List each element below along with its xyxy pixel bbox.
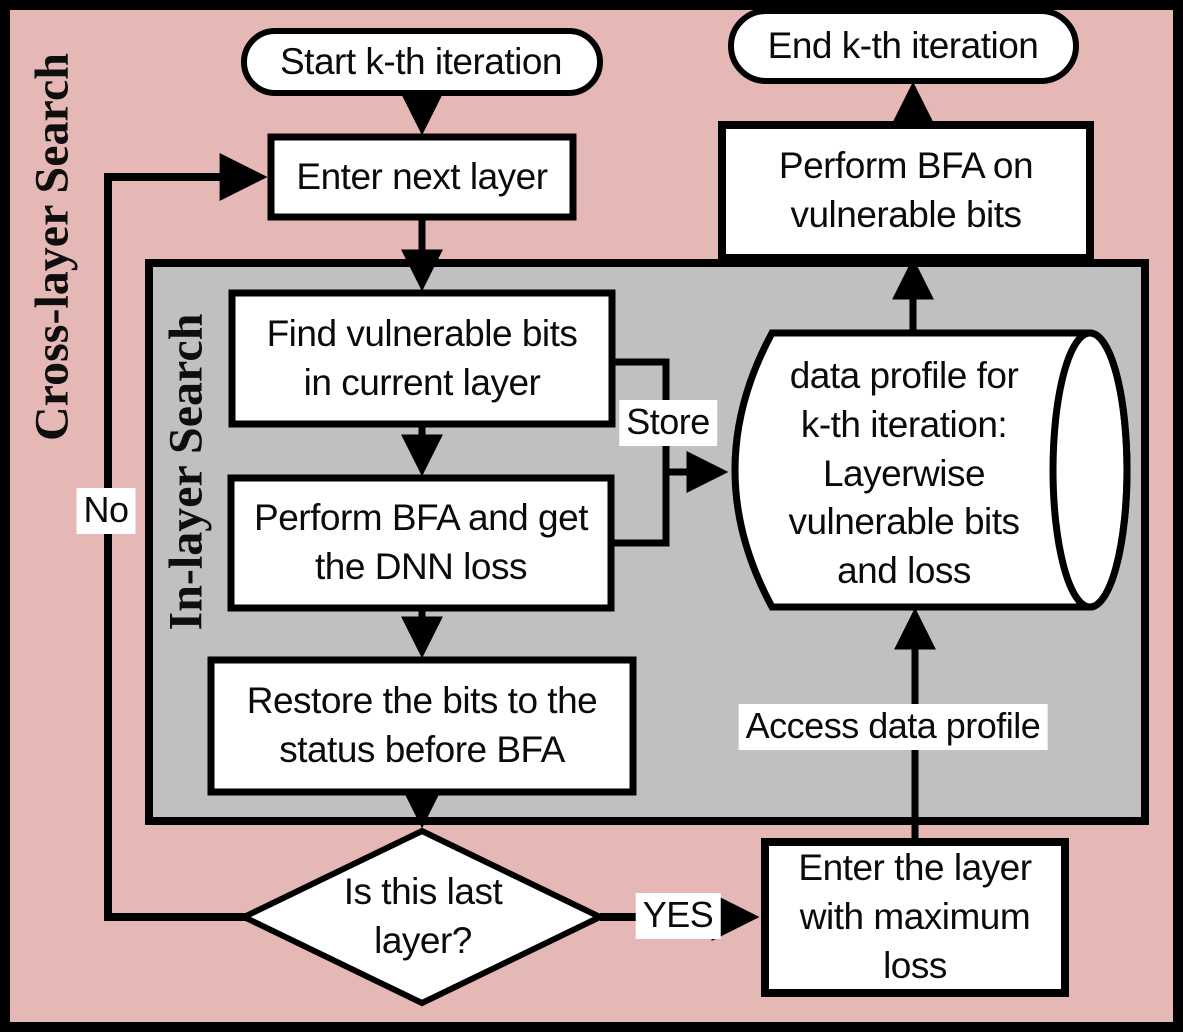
store-edge-label: Store	[619, 400, 717, 446]
arrow-no-loop	[104, 153, 268, 921]
decision-diamond-shape	[237, 827, 607, 1007]
yes-edge-label: YES	[635, 893, 721, 939]
cross-layer-search-label: Cross-layer Search	[25, 53, 79, 441]
end-terminator-shape	[728, 8, 1079, 84]
perform-bfa-vulnerable-shape	[718, 121, 1094, 262]
enter-next-layer-shape	[267, 133, 577, 221]
data-store-cylinder-shape	[731, 329, 1131, 611]
access-data-profile-label: Access data profile	[738, 704, 1048, 750]
restore-bits-shape	[207, 656, 637, 796]
no-edge-label: No	[76, 488, 136, 534]
start-terminator-shape	[241, 28, 603, 96]
connector-store-bracket	[607, 358, 720, 547]
perform-bfa-loss-shape	[227, 474, 615, 612]
enter-max-loss-shape	[761, 838, 1069, 997]
in-layer-search-label: In-layer Search	[159, 313, 213, 631]
find-vulnerable-bits-shape	[228, 289, 616, 428]
data-store-cylinder-cap	[1049, 329, 1131, 611]
